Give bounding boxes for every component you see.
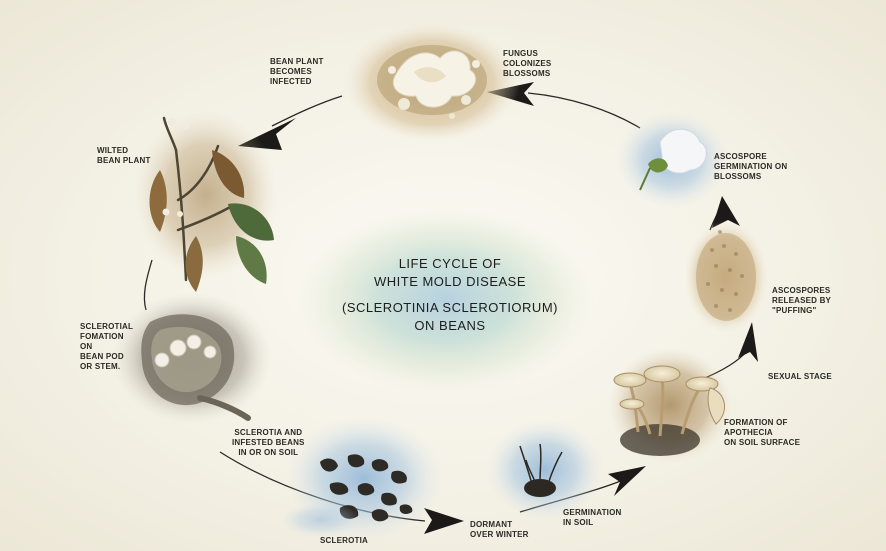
wilted-bean-plant-illustration: [134, 110, 278, 292]
line-germination-to-fungus: [528, 93, 640, 128]
label-sclerotia-infested-beans: SCLEROTIA AND INFESTED BEANS IN OR ON SO…: [232, 428, 305, 458]
soil-blue-wash: [280, 502, 360, 538]
arrowhead-to-apothecia: [608, 466, 646, 496]
label-wilted-bean-plant: WILTED BEAN PLANT: [97, 146, 151, 166]
diagram-title-block: LIFE CYCLE OF WHITE MOLD DISEASE (SCLERO…: [330, 255, 570, 335]
label-apothecia-formation: FORMATION OF APOTHECIA ON SOIL SURFACE: [724, 418, 800, 448]
line-fungus-to-bean-plant: [272, 96, 342, 126]
subtitle-line-2: ON BEANS: [330, 317, 570, 335]
label-sclerotial-formation: SCLEROTIAL FOMATION ON BEAN POD OR STEM.: [80, 322, 133, 372]
ascospores-puffing-illustration: [684, 221, 768, 333]
label-ascospore-germination: ASCOSPORE GERMINATION ON BLOSSOMS: [714, 152, 787, 182]
label-bean-plant-infected: BEAN PLANT BECOMES INFECTED: [270, 57, 324, 87]
title-line-1: LIFE CYCLE OF: [330, 255, 570, 273]
title-spacer: [330, 291, 570, 299]
title-line-2: WHITE MOLD DISEASE: [330, 273, 570, 291]
label-sexual-stage: SEXUAL STAGE: [768, 372, 832, 382]
fungus-blossom-illustration: [344, 23, 520, 143]
label-sclerotia: SCLEROTIA: [320, 536, 368, 546]
label-ascospores-released: ASCOSPORES RELEASED BY "PUFFING": [772, 286, 831, 316]
label-germination-in-soil: GERMINATION IN SOIL: [563, 508, 622, 528]
subtitle-line-1: (SCLEROTINIA SCLEROTIORUM): [330, 299, 570, 317]
label-dormant-over-winter: DORMANT OVER WINTER: [470, 520, 529, 540]
germination-in-soil-illustration: [487, 420, 603, 520]
arrowhead-to-dormant: [424, 508, 464, 534]
sclerotial-formation-illustration: [112, 292, 272, 424]
label-fungus-colonizes: FUNGUS COLONIZES BLOSSOMS: [503, 49, 551, 79]
blossom-germination-illustration: [616, 112, 728, 208]
apothecia-illustration: [608, 347, 732, 463]
